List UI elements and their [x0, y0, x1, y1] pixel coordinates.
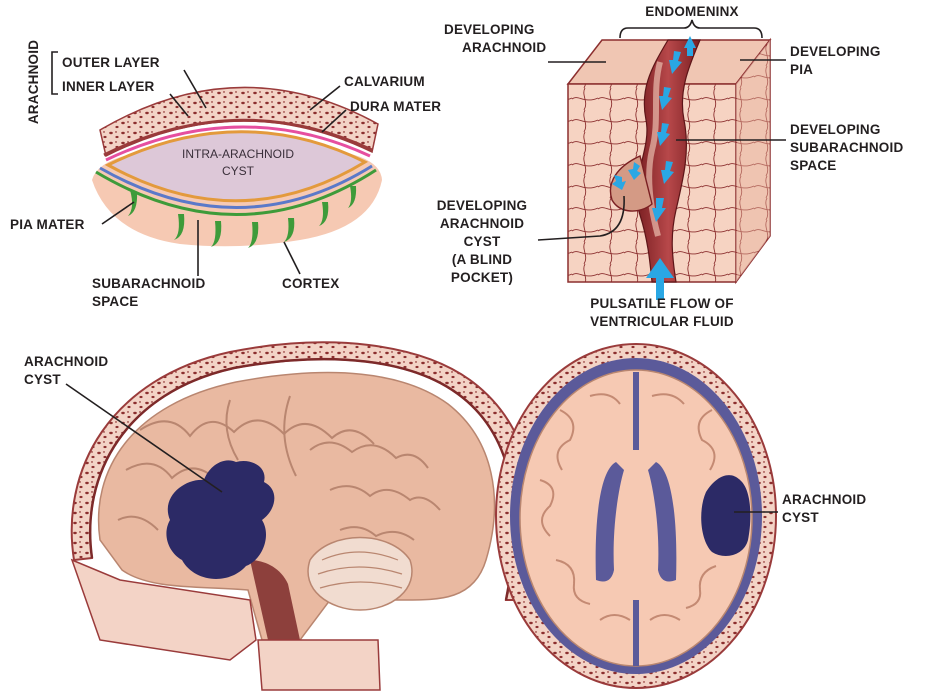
sagittal-cyst-label-line2: CYST [24, 372, 61, 387]
inner-layer-label: INNER LAYER [62, 79, 155, 94]
panel-intra-arachnoid-cyst: INTRA-ARACHNOID CYST ARACHNOID OUTER LAY… [10, 40, 441, 309]
arachnoid-cyst-sagittal [166, 460, 275, 579]
cortex-label: CORTEX [282, 276, 339, 291]
axial-cyst-label-line2: CYST [782, 510, 819, 525]
axial-cyst-label-line1: ARACHNOID [782, 492, 866, 507]
flow-label-line2: VENTRICULAR FLUID [590, 314, 734, 329]
arachnoid-cyst-axial [701, 475, 751, 556]
developing-pia-label-line2: PIA [790, 62, 813, 77]
arachnoid-bracket [51, 51, 58, 95]
lateral-ventricle-left [595, 462, 624, 582]
dura-mater-leader [321, 109, 347, 133]
developing-arachnoid-label-line2: ARACHNOID [462, 40, 546, 55]
panel-sagittal-head: ARACHNOID CYST [24, 341, 534, 691]
pulsatile-flow-arrows [612, 36, 696, 300]
dura-mater-label: DURA MATER [350, 99, 441, 114]
sagittal-cyst-label-line1: ARACHNOID [24, 354, 108, 369]
endomeninx-bracket [619, 19, 763, 39]
developing-cyst-label-line3: CYST [464, 234, 501, 249]
calvarium-leader [309, 85, 341, 111]
calvarium-label: CALVARIUM [344, 74, 425, 89]
outer-layer-label: OUTER LAYER [62, 55, 160, 70]
sagittal-cyst-leader [65, 383, 223, 493]
brainstem-shadow [250, 560, 300, 640]
developing-arachnoid-label-line1: DEVELOPING [444, 22, 535, 37]
panel-developing-arachnoid-cyst: ENDOMENINX DEVELOPING ARACHNOID DEVELOPI… [437, 4, 904, 329]
developing-pia-label-line1: DEVELOPING [790, 44, 881, 59]
neck [257, 639, 381, 691]
arachnoid-outer-layer [105, 125, 371, 162]
cortex-leader [283, 241, 301, 275]
endomeninx-label: ENDOMENINX [645, 4, 739, 19]
developing-cyst-leader [537, 195, 625, 241]
developing-subarachnoid-label-line3: SPACE [790, 158, 837, 173]
intra-arachnoid-cyst [104, 130, 369, 203]
arachnoid-inner-layer [99, 164, 373, 209]
arachnoid-label: ARACHNOID [26, 40, 41, 124]
dura-layer [103, 118, 373, 157]
pia-mater-leader [101, 201, 135, 225]
pia-mater-label: PIA MATER [10, 217, 85, 232]
flow-label-line1: PULSATILE FLOW OF [590, 296, 733, 311]
developing-subarachnoid-label-line2: SUBARACHNOID [790, 140, 903, 155]
inner-layer-leader [169, 93, 189, 117]
outer-layer-leader [183, 69, 207, 109]
developing-cyst-label-line4: (A BLIND [452, 252, 512, 267]
developing-cyst-label-line5: POCKET) [451, 270, 513, 285]
subarachnoid-label-line2: SPACE [92, 294, 139, 309]
panel-axial-section: ARACHNOID CYST [495, 343, 866, 689]
developing-subarachnoid-label-line1: DEVELOPING [790, 122, 881, 137]
cerebellum [307, 536, 413, 611]
cyst-label-line1: INTRA-ARACHNOID [182, 147, 294, 161]
developing-cyst-label-line1: DEVELOPING [437, 198, 528, 213]
developing-cyst-label-line2: ARACHNOID [440, 216, 524, 231]
developing-arachnoid-cyst-pocket [609, 155, 653, 212]
lateral-ventricle-right [648, 462, 677, 582]
subarachnoid-label-line1: SUBARACHNOID [92, 276, 205, 291]
cyst-label-line2: CYST [222, 164, 255, 178]
